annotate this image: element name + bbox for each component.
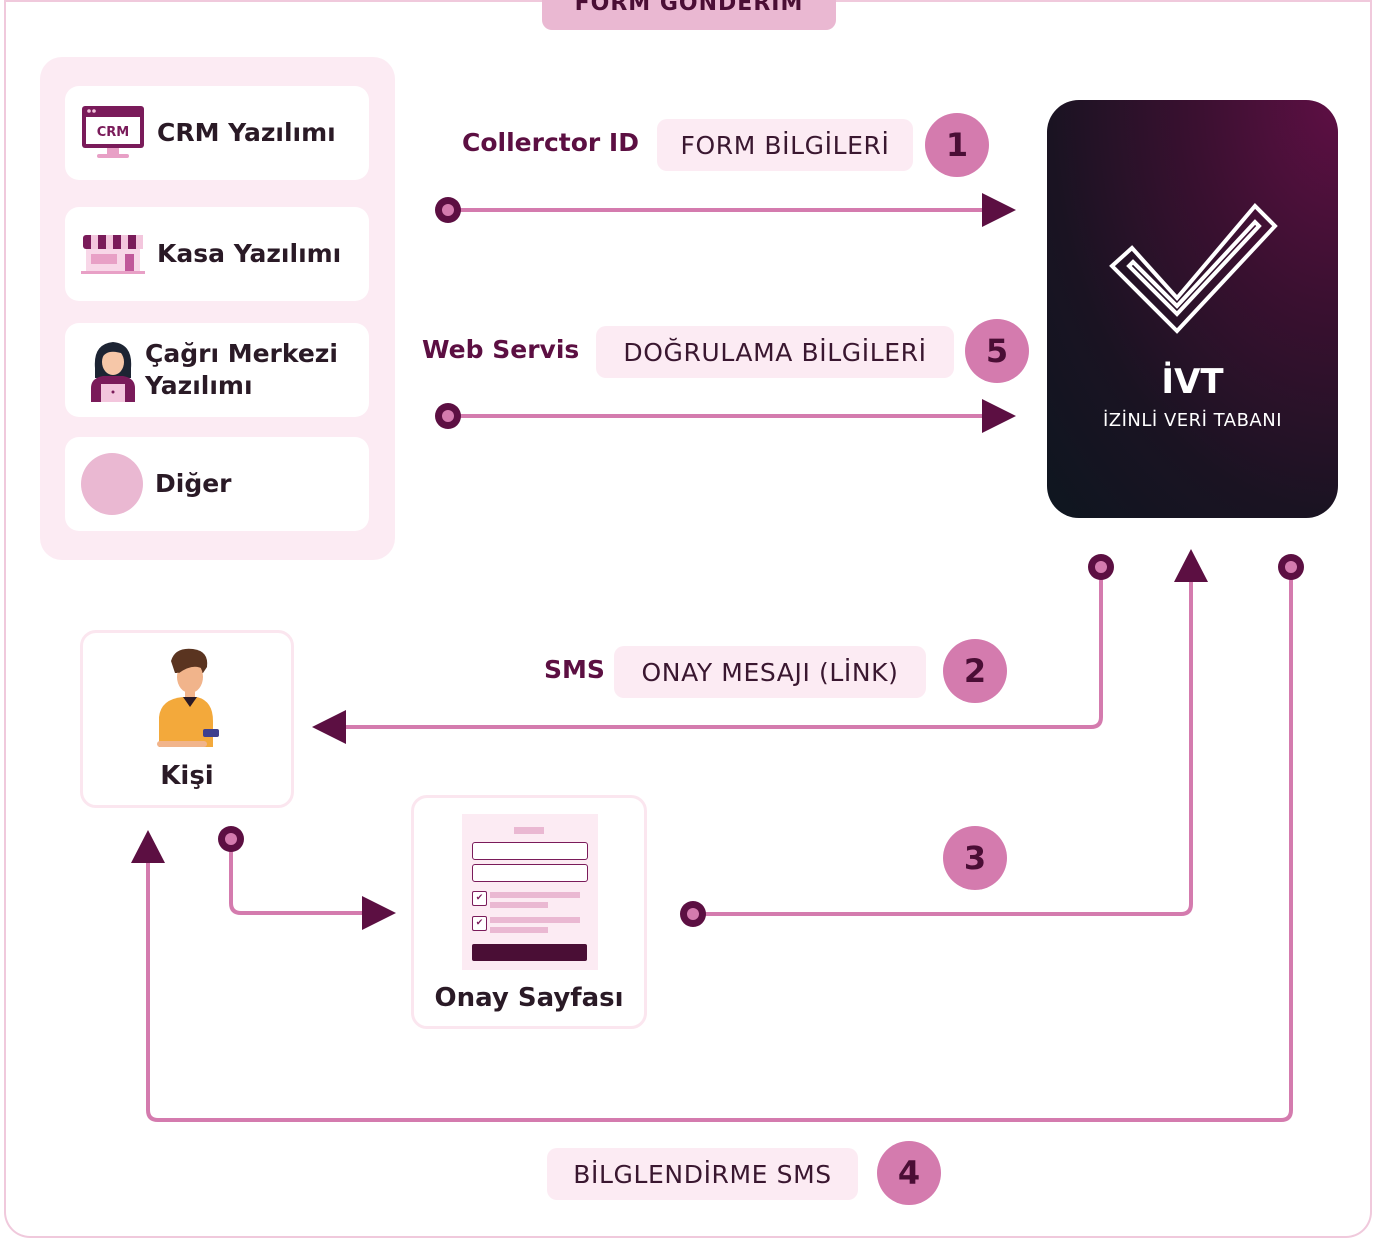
ivt-title: İVT — [1161, 362, 1224, 402]
arrow-step2 — [312, 554, 1114, 744]
step5-label: Web Servis — [422, 335, 580, 364]
step3-badge: 3 — [943, 826, 1007, 890]
ivt-database-box: İVT İZİNLİ VERİ TABANI — [1047, 100, 1338, 518]
source-label: Çağrı Merkezi — [145, 339, 338, 368]
step4-badge: 4 — [877, 1141, 941, 1205]
source-label-group: Çağrı Merkezi Yazılımı — [145, 338, 338, 402]
source-label: Kasa Yazılımı — [157, 239, 342, 268]
checkmark-icon — [1109, 203, 1278, 334]
step1-tag: FORM BİLGİLERİ — [657, 119, 913, 171]
diagram-title: FORM GÖNDERİM — [542, 0, 836, 30]
step1-badge: 1 — [925, 113, 989, 177]
step5-tag: DOĞRULAMA BİLGİLERİ — [596, 326, 954, 378]
arrow-step5 — [435, 399, 1016, 433]
circle-icon — [81, 453, 143, 515]
arrow-step1 — [435, 193, 1016, 227]
step2-tag: ONAY MESAJI (LİNK) — [614, 646, 926, 698]
diagram-frame — [4, 0, 1372, 1238]
step4-tag: BİLGLENDİRME SMS — [547, 1148, 858, 1200]
source-other: Diğer — [65, 437, 369, 531]
source-call-center: Çağrı Merkezi Yazılımı — [65, 323, 369, 417]
person-with-phone-icon — [157, 648, 219, 747]
storefront-icon — [81, 232, 145, 276]
step2-badge: 2 — [943, 639, 1007, 703]
source-cash-register: Kasa Yazılımı — [65, 207, 369, 301]
arrow-person-to-page — [218, 826, 396, 930]
svg-text:CRM: CRM — [97, 125, 130, 140]
source-label: Diğer — [155, 469, 232, 498]
arrow-step4 — [131, 554, 1304, 1122]
person-label: Kişi — [160, 761, 214, 791]
person-card: Kişi — [80, 630, 294, 808]
source-label: CRM Yazılımı — [157, 118, 336, 147]
confirmation-page-card: ✔ ✔ Onay Sayfası — [411, 795, 647, 1029]
arrow-step3 — [680, 549, 1208, 927]
step2-label: SMS — [544, 655, 605, 684]
form-checkbox-icon: ✔ ✔ — [462, 814, 598, 970]
source-crm: CRM CRM Yazılımı — [65, 86, 369, 180]
ivt-subtitle: İZİNLİ VERİ TABANI — [1102, 410, 1283, 431]
source-label: Yazılımı — [145, 371, 253, 400]
crm-monitor-icon: CRM — [81, 105, 145, 161]
step1-label: Collerctor ID — [462, 128, 639, 157]
confirmation-page-label: Onay Sayfası — [434, 983, 624, 1013]
source-systems-panel: CRM CRM Yazılımı Kasa Yazılımı — [40, 57, 395, 560]
step5-badge: 5 — [965, 319, 1029, 383]
call-center-agent-icon — [87, 338, 139, 402]
